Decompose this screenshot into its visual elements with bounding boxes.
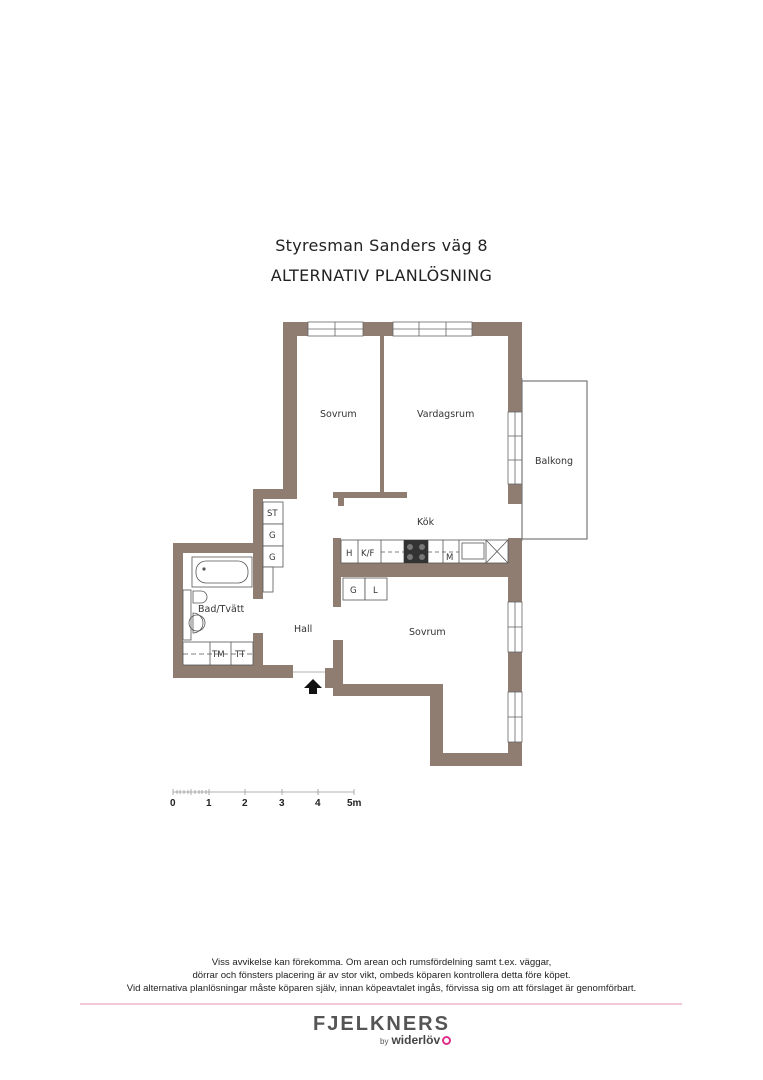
brand-logo: FJELKNERS (313, 1013, 450, 1035)
scale-tick-1: 1 (206, 798, 212, 809)
scale-tick-4: 4 (315, 798, 321, 809)
closet-label-l: L (373, 586, 378, 596)
room-label-sovrum-top: Sovrum (320, 409, 357, 420)
hall-closets (262, 501, 284, 593)
scale-tick-2: 2 (242, 798, 248, 809)
scale-bar: 0 1 2 3 4 5m (170, 789, 362, 809)
disclaimer-line-3: Vid alternativa planlösningar måste köpa… (126, 982, 637, 994)
scale-tick-0: 0 (170, 798, 176, 809)
room-label-hall: Hall (294, 624, 312, 635)
walls (173, 322, 522, 766)
hood-label: H (346, 549, 352, 559)
fridge-label: K/F (361, 549, 374, 559)
closet-label-st: ST (267, 509, 278, 519)
closet-label-g1: G (269, 531, 276, 541)
disclaimer-line-1: Viss avvikelse kan förekomma. Om arean o… (211, 957, 552, 968)
entrance-arrow-icon (304, 679, 322, 694)
dryer-label: TT (234, 650, 246, 660)
closet-label-g2: G (269, 553, 276, 563)
footer-divider (80, 1003, 682, 1005)
room-label-bad-tvatt: Bad/Tvätt (198, 604, 245, 615)
address-title: Styresman Sanders väg 8 (275, 236, 488, 255)
room-label-balkong: Balkong (535, 456, 573, 467)
room-label-vardagsrum: Vardagsrum (417, 409, 474, 420)
washer-label: TM (211, 650, 225, 660)
bedroom-closets (342, 577, 388, 601)
by-text: by (380, 1037, 389, 1046)
scale-tick-3: 3 (279, 798, 285, 809)
disclaimer: Viss avvikelse kan förekomma. Om arean o… (0, 957, 763, 995)
flower-logo-icon (442, 1036, 452, 1045)
partner-name: widerlöv (391, 1033, 441, 1047)
closet-label-g3: G (350, 586, 357, 596)
stove-icon (404, 540, 428, 563)
scale-tick-5m: 5m (347, 798, 362, 809)
plan-subtitle: ALTERNATIV PLANLÖSNING (270, 266, 493, 285)
bathroom-fixtures (182, 556, 254, 666)
microwave-label: M (446, 553, 453, 563)
room-label-sovrum-bottom: Sovrum (409, 627, 446, 638)
disclaimer-line-2: dörrar och fönsters placering är av stor… (192, 969, 571, 981)
room-label-kok: Kök (417, 517, 435, 528)
